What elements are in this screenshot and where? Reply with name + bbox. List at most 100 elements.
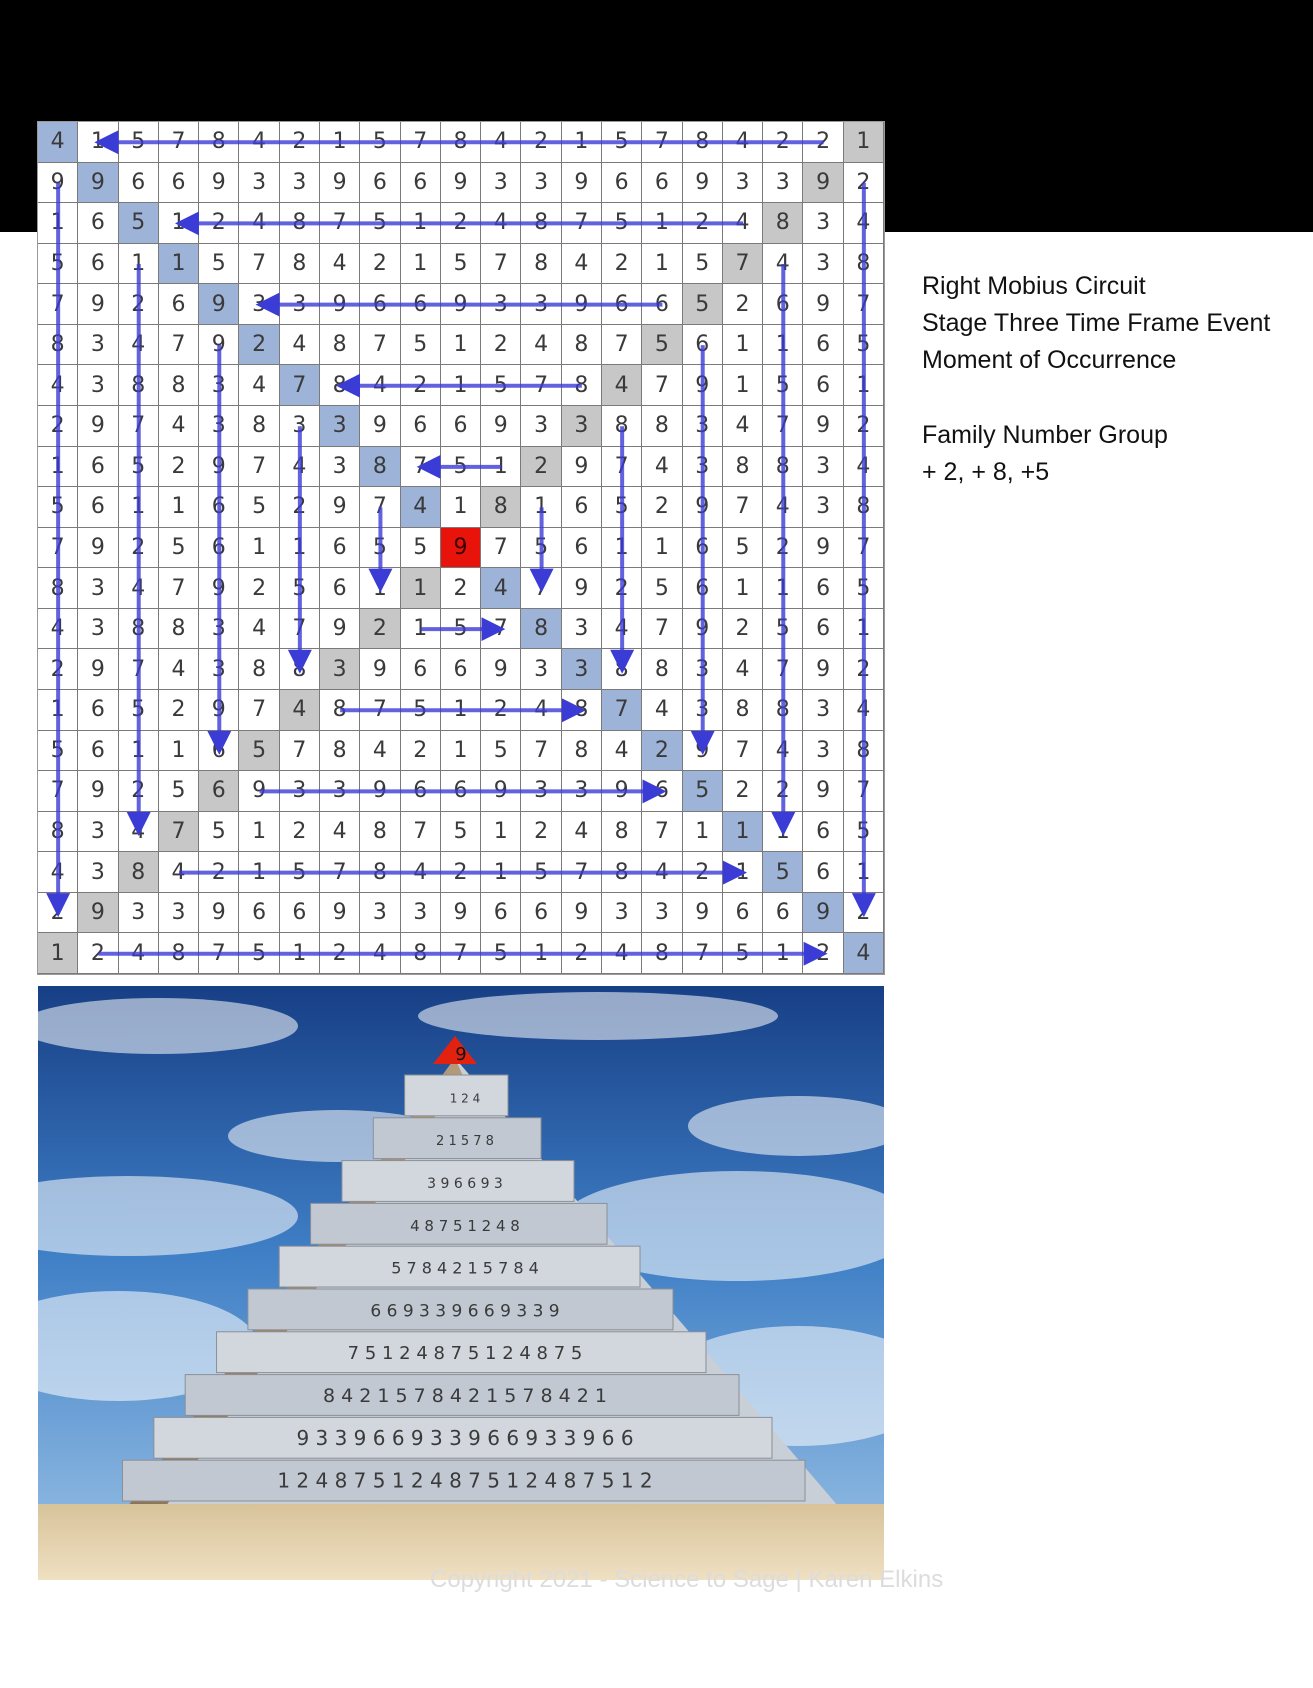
grid-cell: 7 [279, 730, 320, 772]
grid-cell: 5 [360, 527, 401, 569]
grid-cell: 8 [118, 608, 159, 650]
grid-cell: 9 [682, 608, 723, 650]
grid-cell: 9 [319, 487, 361, 528]
grid-cell: 4 [279, 690, 320, 731]
grid-cell: 7 [118, 406, 159, 447]
grid-cell: 9 [682, 365, 723, 406]
grid-cell: 2 [239, 324, 280, 366]
grid-cell: 7 [642, 365, 683, 406]
grid-cell: 3 [158, 892, 200, 934]
grid-cell: 4 [158, 406, 200, 447]
grid-cell: 2 [440, 852, 482, 893]
pyramid-row-text: 1 2 4 8 7 5 1 2 4 8 7 5 1 2 4 8 7 5 1 2 [277, 1469, 652, 1493]
grid-cell: 4 [158, 649, 200, 690]
grid-cell: 9 [561, 284, 602, 325]
caption-group-values: + 2, + 8, +5 [922, 458, 1050, 486]
grid-cell: 6 [642, 162, 683, 204]
grid-cell: 9 [803, 771, 844, 812]
grid-cell: 3 [763, 162, 804, 204]
grid-cell: 7 [38, 284, 79, 325]
grid-cell: 4 [642, 446, 683, 488]
grid-cell: 3 [118, 892, 159, 934]
grid-cell: 3 [199, 406, 240, 447]
grid-cell: 9 [78, 406, 119, 447]
grid-cell: 5 [239, 730, 280, 772]
grid-cell: 1 [481, 446, 522, 488]
grid-cell: 9 [803, 649, 844, 690]
grid-cell: 3 [481, 162, 522, 204]
grid-cell: 6 [78, 446, 119, 488]
grid-cell: 3 [561, 771, 602, 812]
grid-cell: 4 [118, 324, 159, 366]
grid-cell: 6 [360, 162, 401, 204]
grid-cell: 5 [682, 771, 723, 812]
grid-cell: 9 [78, 162, 119, 204]
grid-cell: 3 [199, 365, 240, 406]
grid-cell: 1 [38, 933, 79, 974]
grid-cell: 4 [38, 122, 79, 163]
grid-cell: 6 [199, 730, 240, 772]
caption-subtitle: Stage Three Time Frame Event [922, 309, 1271, 337]
pyramid-row-text: 7 5 1 2 4 8 7 5 1 2 4 8 7 5 [348, 1343, 583, 1364]
grid-cell: 1 [400, 243, 441, 285]
grid-cell: 8 [319, 365, 361, 406]
grid-cell: 9 [239, 771, 280, 812]
grid-cell: 8 [319, 690, 361, 731]
grid-cell: 1 [843, 365, 884, 406]
grid-cell: 7 [400, 811, 441, 853]
grid-cell: 1 [400, 608, 441, 650]
grid-cell: 5 [601, 487, 643, 528]
grid-cell: 2 [158, 690, 200, 731]
grid-cell: 9 [319, 284, 361, 325]
grid-cell: 1 [763, 324, 804, 366]
grid-cell: 8 [682, 122, 723, 163]
grid-cell: 2 [722, 284, 764, 325]
grid-cell: 7 [843, 771, 884, 812]
grid-cell: 8 [360, 852, 401, 893]
grid-cell: 4 [642, 852, 683, 893]
grid-cell: 6 [440, 406, 482, 447]
grid-cell: 4 [601, 933, 643, 974]
grid-cell: 5 [279, 852, 320, 893]
grid-cell: 8 [158, 365, 200, 406]
grid-cell: 6 [400, 406, 441, 447]
pyramid-row-text: 6 6 9 3 3 9 6 6 9 3 3 9 [370, 1301, 559, 1321]
grid-cell: 6 [400, 162, 441, 204]
grid-cell: 7 [843, 527, 884, 569]
grid-cell: 6 [601, 162, 643, 204]
grid-cell: 5 [38, 487, 79, 528]
grid-cell: 7 [601, 690, 643, 731]
grid-cell: 1 [521, 933, 562, 974]
grid-cell: 4 [279, 324, 320, 366]
grid-cell: 1 [239, 852, 280, 893]
grid-cell: 2 [319, 933, 361, 974]
grid-cell: 2 [682, 852, 723, 893]
grid-cell: 8 [440, 122, 482, 163]
grid-cell: 1 [642, 243, 683, 285]
grid-cell: 5 [763, 608, 804, 650]
grid-cell: 7 [158, 811, 200, 853]
grid-cell: 1 [763, 568, 804, 609]
grid-cell: 4 [118, 933, 159, 974]
grid-cell: 2 [763, 527, 804, 569]
grid-cell: 3 [642, 892, 683, 934]
grid-cell: 8 [239, 406, 280, 447]
grid-cell: 9 [199, 162, 240, 204]
grid-cell: 9 [561, 892, 602, 934]
grid-cell: 9 [38, 162, 79, 204]
grid-cell: 8 [843, 487, 884, 528]
grid-cell: 4 [239, 122, 280, 163]
grid-cell: 5 [722, 933, 764, 974]
grid-cell: 9 [199, 892, 240, 934]
grid-cell: 8 [158, 608, 200, 650]
grid-cell: 8 [642, 933, 683, 974]
grid-cell: 2 [400, 365, 441, 406]
grid-cell: 6 [199, 527, 240, 569]
grid-cell: 9 [803, 162, 844, 204]
grid-cell: 2 [521, 122, 562, 163]
grid-cell: 5 [682, 243, 723, 285]
grid-cell: 3 [78, 811, 119, 853]
grid-cell: 4 [481, 568, 522, 609]
grid-cell: 6 [440, 771, 482, 812]
pyramid-row-band [216, 1331, 707, 1374]
